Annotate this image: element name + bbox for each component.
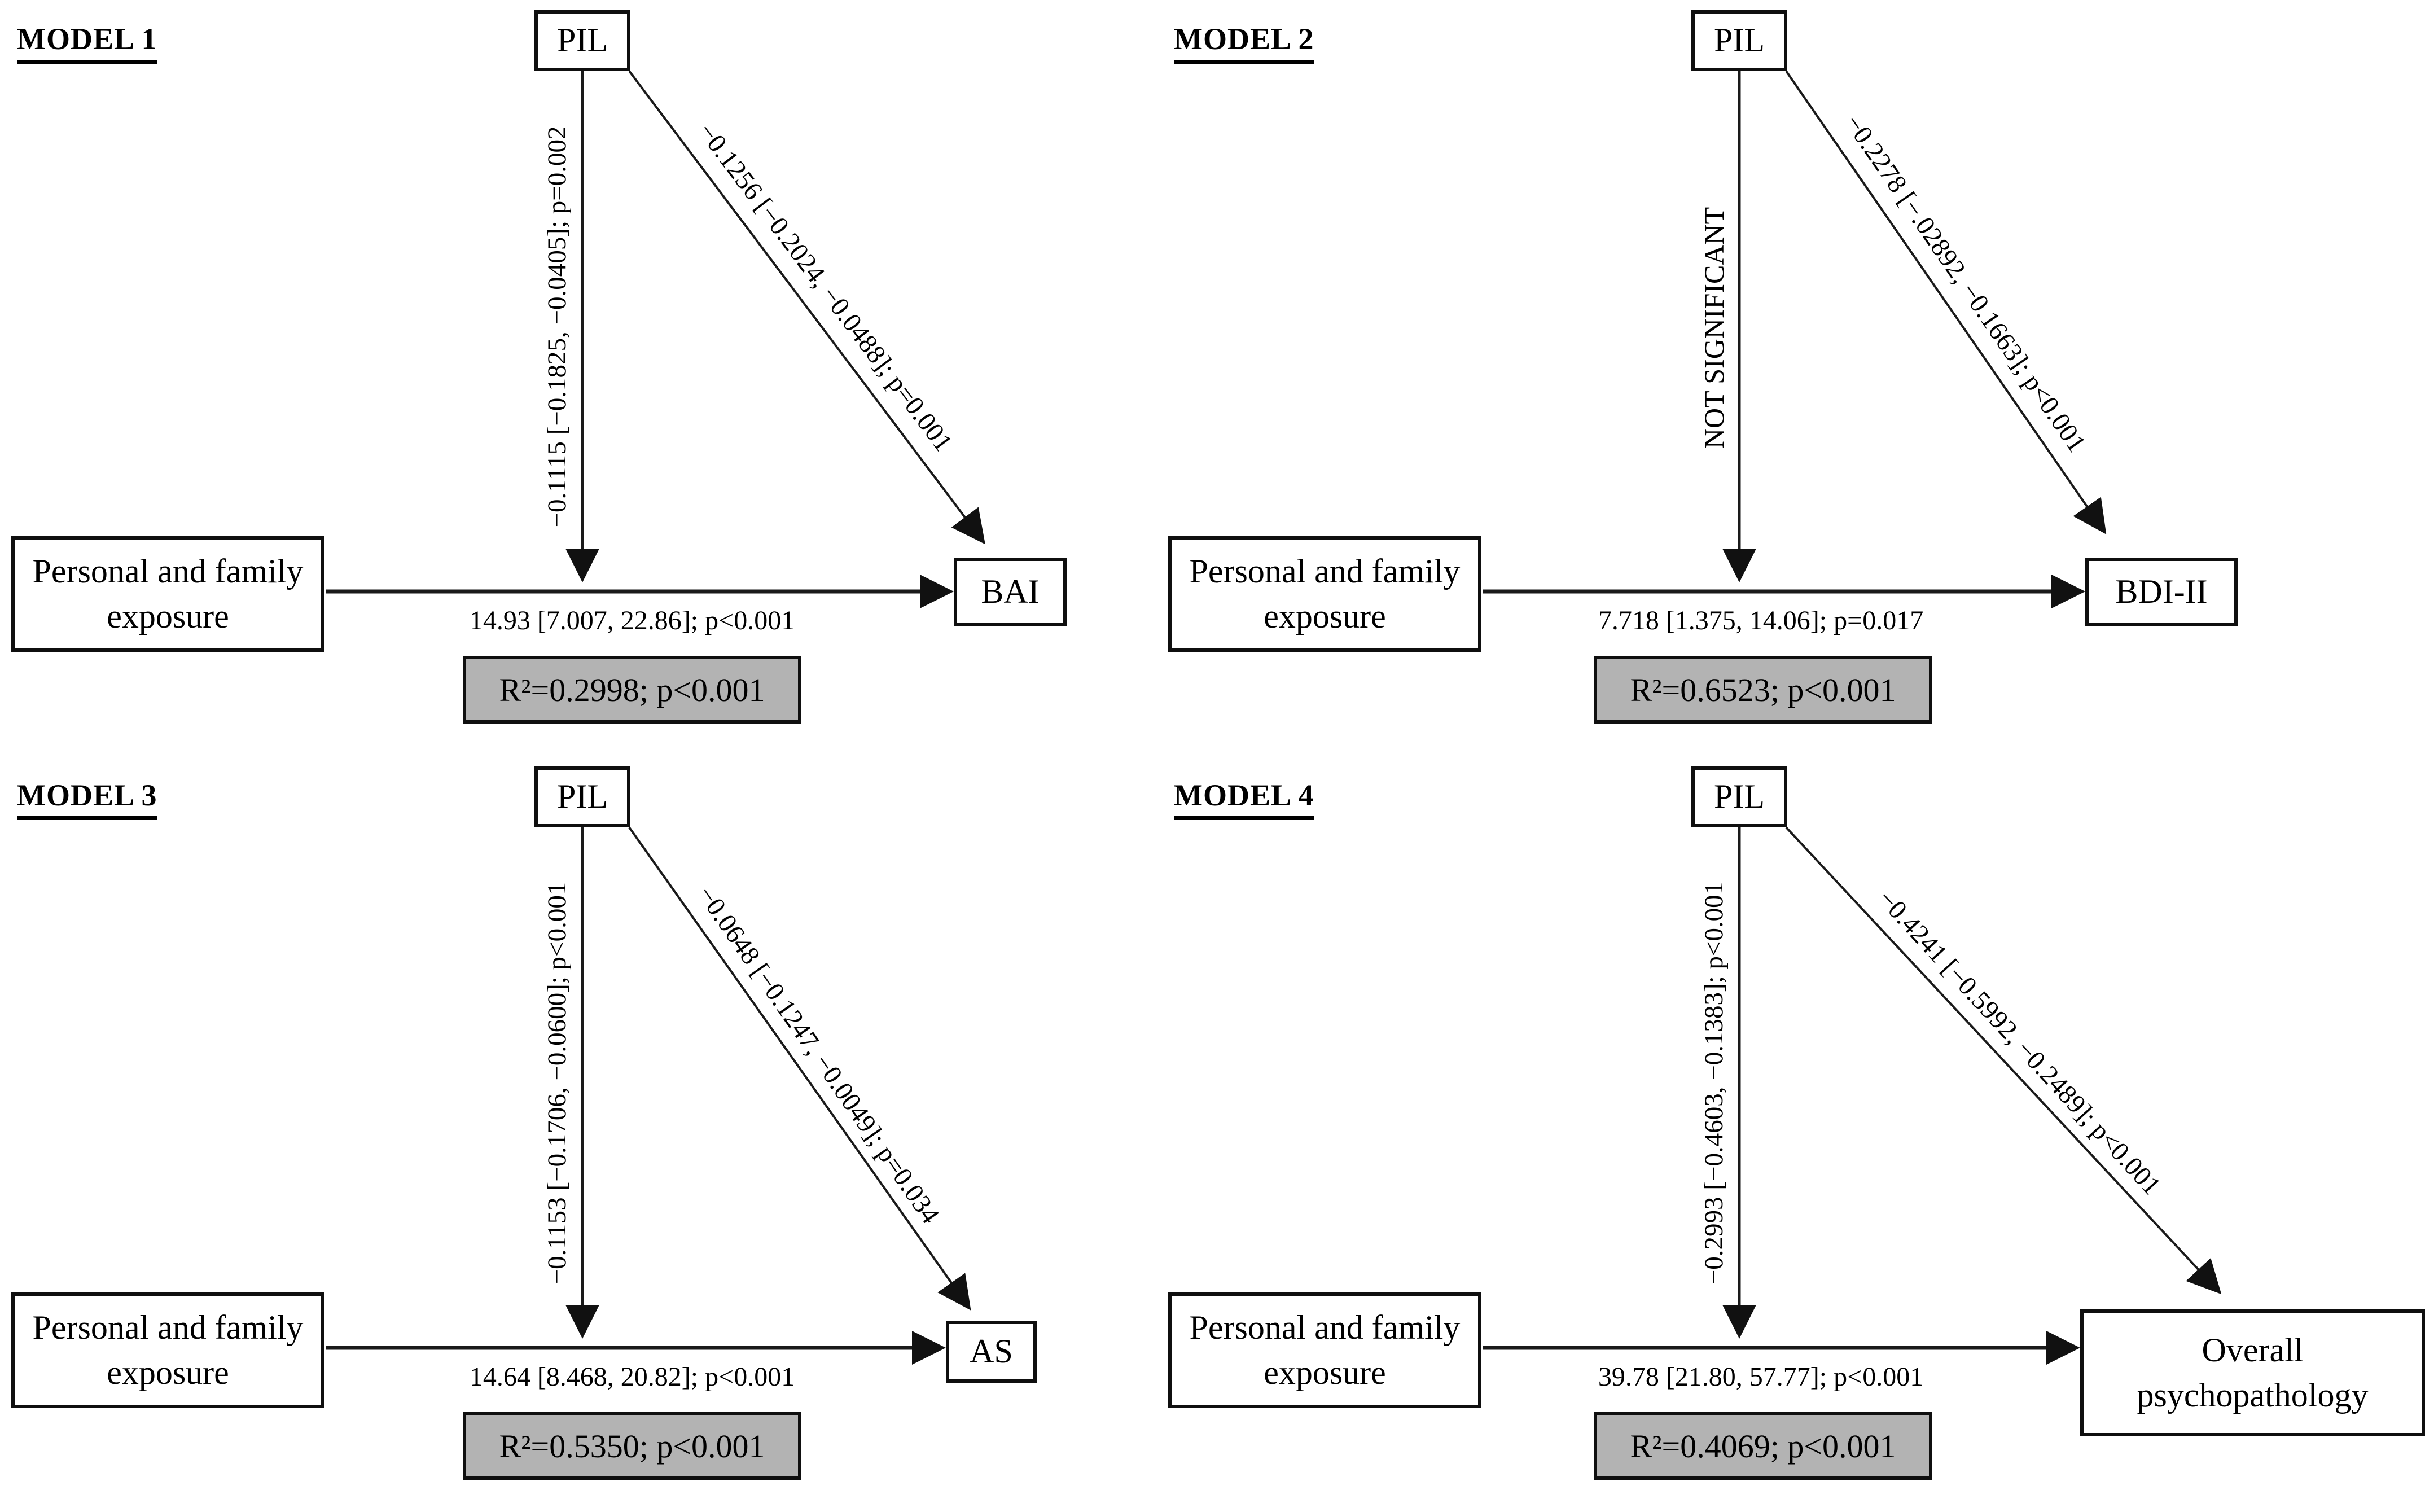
mediator-box-pil: PIL	[534, 10, 630, 71]
outcome-label: AS	[970, 1333, 1013, 1370]
arrow-b-diagonal	[628, 70, 985, 545]
predictor-label: Personal and family exposure	[1189, 1309, 1461, 1391]
path-a-label: −0.2993 [−0.4603, −0.1383]; p<0.001	[1699, 881, 1729, 1285]
model-4-panel: MODEL 4 PIL Personal and family exposure…	[1157, 756, 2425, 1512]
path-c-label: 14.64 [8.468, 20.82]; p<0.001	[469, 1362, 795, 1392]
mediator-label: PIL	[1714, 778, 1765, 816]
path-a-label: −0.1153 [−0.1706, −0.0600]; p<0.001	[542, 882, 572, 1285]
arrow-b-diagonal	[1785, 70, 2107, 534]
r2-box: R²=0.6523; p<0.001	[1594, 656, 1932, 724]
model-title: MODEL 3	[17, 778, 157, 820]
model-3-arrows	[326, 826, 971, 1365]
predictor-label: Personal and family exposure	[32, 553, 304, 635]
outcome-box: BDI-II	[2085, 558, 2238, 626]
predictor-box: Personal and family exposure	[1168, 536, 1481, 652]
arrow-b-diagonal	[628, 826, 971, 1311]
outcome-box: AS	[946, 1321, 1037, 1383]
mediator-box-pil: PIL	[534, 766, 630, 827]
outcome-box: Overall psychopathology	[2080, 1309, 2425, 1436]
model-title: MODEL 1	[17, 21, 157, 64]
model-4-arrows	[1483, 826, 2222, 1365]
outcome-box: BAI	[954, 558, 1067, 626]
model-title: MODEL 2	[1174, 21, 1314, 64]
outcome-label: Overall psychopathology	[2137, 1331, 2369, 1414]
mediator-box-pil: PIL	[1691, 10, 1787, 71]
outcome-label: BDI-II	[2115, 573, 2208, 611]
model-1-arrows	[326, 70, 985, 608]
arrow-b-diagonal	[1785, 826, 2222, 1295]
r2-box: R²=0.5350; p<0.001	[463, 1412, 801, 1480]
predictor-label: Personal and family exposure	[1189, 553, 1461, 635]
path-c-label: 14.93 [7.007, 22.86]; p<0.001	[469, 606, 795, 636]
r2-label: R²=0.6523; p<0.001	[1630, 671, 1896, 708]
predictor-box: Personal and family exposure	[11, 536, 324, 652]
r2-box: R²=0.4069; p<0.001	[1594, 1412, 1932, 1480]
model-1-panel: MODEL 1 PIL Personal and family exposure…	[0, 0, 1212, 756]
mediator-label: PIL	[557, 778, 608, 816]
predictor-box: Personal and family exposure	[1168, 1292, 1481, 1408]
path-c-label: 39.78 [21.80, 57.77]; p<0.001	[1598, 1362, 1924, 1392]
predictor-box: Personal and family exposure	[11, 1292, 324, 1408]
r2-label: R²=0.2998; p<0.001	[499, 671, 765, 708]
mediator-label: PIL	[557, 21, 608, 59]
path-a-label: NOT SIGNIFICANT	[1698, 207, 1730, 449]
path-c-label: 7.718 [1.375, 14.06]; p=0.017	[1598, 606, 1924, 636]
mediator-box-pil: PIL	[1691, 766, 1787, 827]
model-3-panel: MODEL 3 PIL Personal and family exposure…	[0, 756, 1212, 1512]
model-2-panel: MODEL 2 PIL Personal and family exposure…	[1157, 0, 2425, 756]
r2-box: R²=0.2998; p<0.001	[463, 656, 801, 724]
outcome-label: BAI	[981, 573, 1040, 611]
path-a-label: −0.1115 [−0.1825, −0.0405]; p=0.002	[542, 126, 572, 528]
model-title: MODEL 4	[1174, 778, 1314, 820]
model-2-arrows	[1483, 70, 2107, 608]
r2-label: R²=0.4069; p<0.001	[1630, 1427, 1896, 1465]
r2-label: R²=0.5350; p<0.001	[499, 1427, 765, 1465]
predictor-label: Personal and family exposure	[32, 1309, 304, 1391]
mediator-label: PIL	[1714, 21, 1765, 59]
